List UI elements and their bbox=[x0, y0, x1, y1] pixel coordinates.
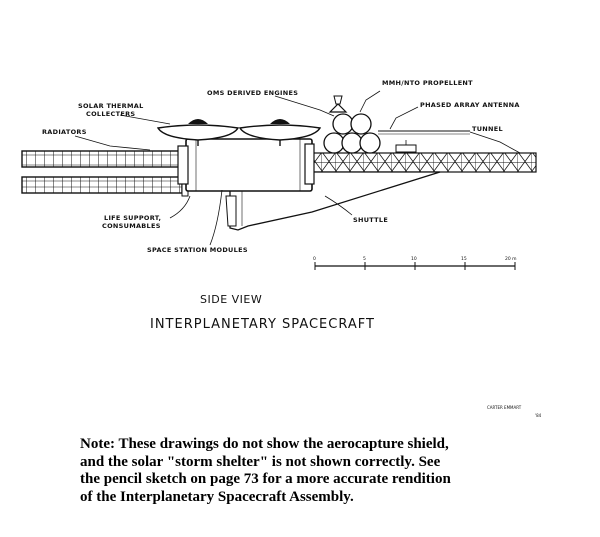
scale-tick-20: 20 m bbox=[505, 256, 517, 262]
solar-thermal-collectors bbox=[156, 119, 322, 146]
label-oms-engines: OMS DERIVED ENGINES bbox=[207, 89, 298, 97]
scale-tick-10: 10 bbox=[411, 256, 417, 262]
label-tunnel: TUNNEL bbox=[472, 125, 503, 133]
diagram-title: INTERPLANETARY SPACECRAFT bbox=[150, 317, 375, 332]
label-life-support-2: CONSUMABLES bbox=[102, 222, 161, 230]
artist-credit: CARTER EMMART bbox=[487, 405, 522, 410]
subtitle-side-view: SIDE VIEW bbox=[200, 293, 262, 306]
note-paragraph: Note: These drawings do not show the aer… bbox=[80, 436, 550, 506]
label-propellent: MMH/NTO PROPELLENT bbox=[382, 79, 473, 87]
note-line: the pencil sketch on page 73 for a more … bbox=[80, 471, 451, 487]
propellant-tanks bbox=[323, 95, 381, 154]
label-radiators: RADIATORS bbox=[42, 128, 87, 136]
scale-tick-15: 15 bbox=[461, 256, 467, 262]
label-antenna: PHASED ARRAY ANTENNA bbox=[420, 101, 520, 109]
label-space-station-modules: SPACE STATION MODULES bbox=[147, 246, 248, 254]
leader-lines bbox=[74, 90, 521, 246]
label-solar-thermal-2: COLLECTERS bbox=[86, 110, 135, 118]
phased-array-antenna bbox=[378, 130, 470, 153]
tunnel-truss bbox=[311, 152, 537, 173]
space-station-module bbox=[177, 138, 315, 192]
note-line: and the solar "storm shelter" is not sho… bbox=[80, 453, 441, 470]
label-shuttle: SHUTTLE bbox=[353, 216, 388, 224]
note-line: of the Interplanetary Spacecraft Assembl… bbox=[80, 488, 354, 505]
scale-tick-5: 5 bbox=[363, 256, 366, 262]
scale-bar: 0 5 10 15 20 m bbox=[313, 256, 517, 270]
scale-tick-0: 0 bbox=[313, 256, 316, 262]
label-solar-thermal-1: SOLAR THERMAL bbox=[78, 102, 144, 110]
radiator-panels bbox=[21, 147, 189, 197]
artist-credit-year: '84 bbox=[535, 413, 542, 418]
label-life-support-1: LIFE SUPPORT, bbox=[104, 214, 161, 222]
note-line: Note: These drawings do not show the aer… bbox=[80, 436, 449, 452]
